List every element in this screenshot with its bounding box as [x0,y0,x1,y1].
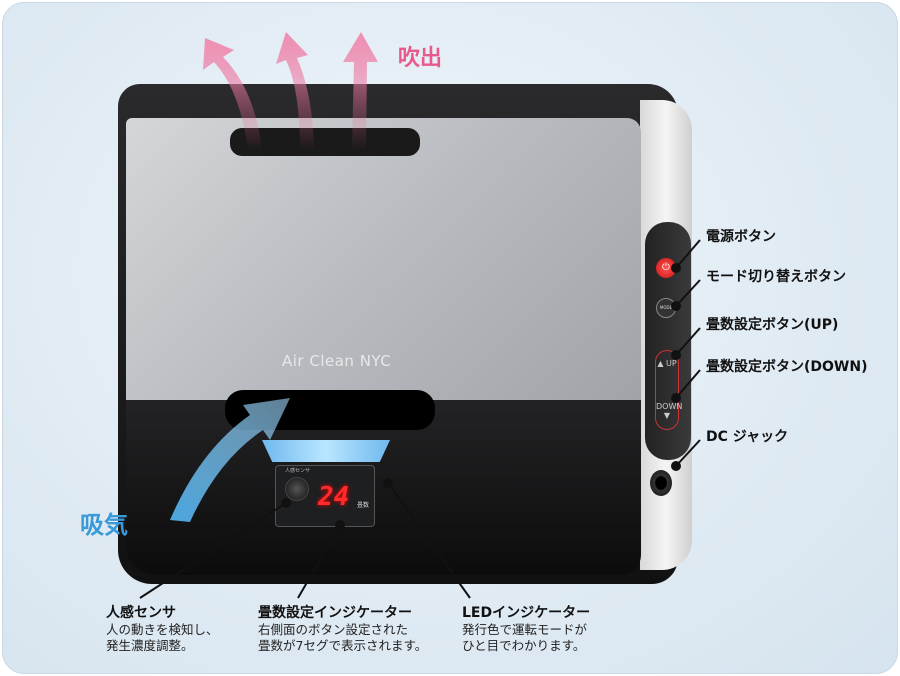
callout-lines [139,239,701,599]
callout-display: 畳数設定インジケーター 右側面のボタン設定された 畳数が7セグで表示されます。 [258,602,427,654]
display-unit: 畳数 [357,502,370,509]
callout-mode-button: モード切り替えボタン [706,269,846,285]
callout-display-desc2: 畳数が7セグで表示されます。 [258,638,428,653]
led-indicator [262,440,390,462]
callout-down-button: 畳数設定ボタン(DOWN) [706,359,868,375]
callout-led: LEDインジケーター 発行色で運転モードが ひと目でわかります。 [462,602,590,654]
updown-buttons: ▲ UP DOWN ▼ [655,350,683,430]
callout-sensor-desc2: 発生濃度調整。 [106,638,194,653]
outlet-arrow-1 [203,38,262,150]
intake-label: 吸気 [80,511,128,539]
outlet-arrow-2 [276,32,314,150]
seven-seg-display: 24 [318,482,350,512]
dc-jack [650,470,672,496]
callout-dc-jack: DC ジャック [706,429,789,445]
callout-sensor-desc1: 人の動きを検知し、 [106,622,219,637]
callout-sensor: 人感センサ 人の動きを検知し、 発生濃度調整。 [106,602,219,654]
outlet-arrow-3 [343,32,378,150]
callout-led-title: LEDインジケーター [462,605,591,621]
outlet-label: 吹出 [398,46,443,71]
callout-led-desc1: 発行色で運転モードが [462,622,588,637]
outlet-arrows [203,32,378,150]
power-button[interactable]: ⏻ [656,258,676,278]
callout-display-desc1: 右側面のボタン設定された [258,622,409,637]
up-button[interactable]: ▲ UP [657,359,677,368]
motion-sensor [285,477,309,501]
front-panel [126,118,641,418]
intake-arrow [170,398,290,522]
callout-display-title: 畳数設定インジケーター [258,605,412,621]
brand-logo: Air Clean NYC [282,352,392,370]
power-icon: ⏻ [662,262,670,273]
callout-sensor-title: 人感センサ [106,605,176,621]
sensor-label: 人感センサ [285,468,311,474]
top-outlet-slot [230,128,420,156]
down-button[interactable]: DOWN ▼ [656,402,683,420]
callout-led-desc2: ひと目でわかります。 [462,638,586,653]
callout-up-button: 畳数設定ボタン(UP) [706,317,839,333]
callout-power-button: 電源ボタン [706,229,776,245]
